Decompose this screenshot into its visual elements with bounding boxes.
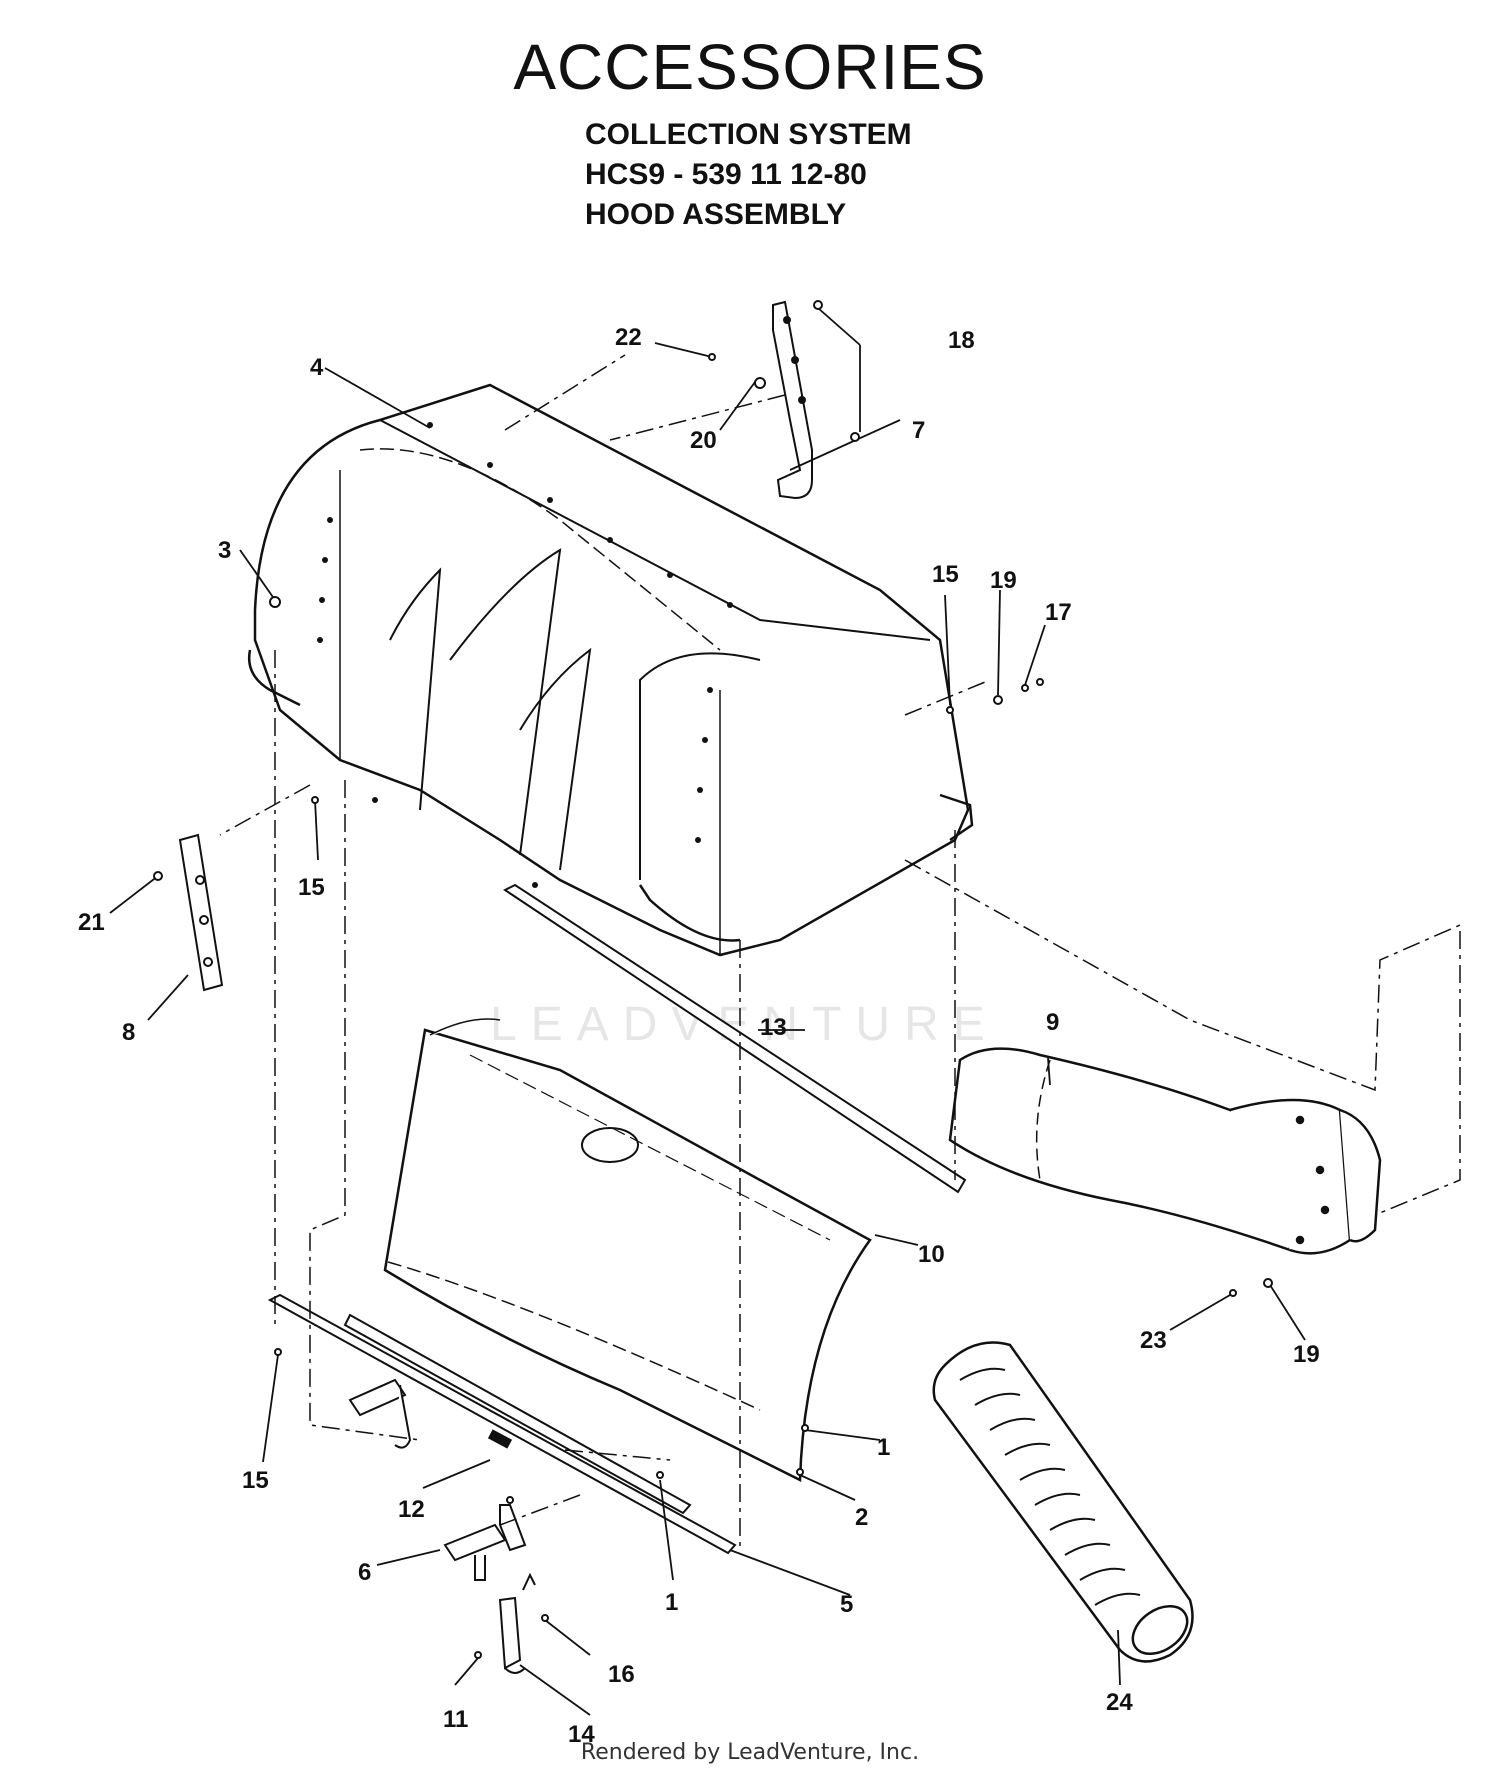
callout-7: 7 [912, 417, 925, 444]
panel-part-10 [383, 1018, 872, 1482]
latch-part-14 [498, 1572, 536, 1674]
callout-15: 15 [298, 874, 325, 901]
callout-12: 12 [398, 1496, 425, 1523]
callout-17: 17 [1045, 599, 1072, 626]
hood-part [247, 383, 974, 957]
plate-part-8 [178, 833, 224, 992]
leader-lines [109, 307, 1306, 1716]
bar-part-5 [267, 1293, 737, 1555]
alignment-lines [219, 354, 1461, 1550]
callout-labels: 1 1 2 3 4 5 6 7 8 9 10 11 12 13 14 15 15… [78, 324, 1320, 1748]
subtitle-model: HCS9 - 539 11 12-80 [585, 158, 867, 191]
callout-5: 5 [840, 1591, 853, 1618]
callout-19: 19 [1293, 1341, 1320, 1368]
strip-part-13 [503, 883, 967, 1194]
callout-14: 14 [568, 1721, 595, 1748]
subtitle-system: COLLECTION SYSTEM [585, 118, 912, 151]
callout-1: 1 [665, 1589, 678, 1616]
callout-22: 22 [615, 324, 642, 351]
callout-15: 15 [932, 561, 959, 588]
callout-10: 10 [918, 1241, 945, 1268]
subtitle-assembly: HOOD ASSEMBLY [585, 198, 847, 231]
page-title: ACCESSORIES [513, 31, 987, 103]
callout-2: 2 [855, 1504, 868, 1531]
callout-13: 13 [760, 1014, 787, 1041]
callout-8: 8 [122, 1019, 135, 1046]
callout-16: 16 [608, 1661, 635, 1688]
callout-11: 11 [443, 1706, 468, 1733]
callout-24: 24 [1106, 1689, 1133, 1716]
callout-4: 4 [310, 354, 324, 381]
chute-part-9 [948, 1047, 1382, 1255]
callout-21: 21 [78, 909, 105, 936]
callout-1: 1 [877, 1434, 890, 1461]
hardware-bits [153, 300, 1273, 1659]
bracket-part-6 [443, 1504, 527, 1581]
bracket-part-7 [772, 300, 813, 500]
hood-holes [317, 422, 733, 888]
callout-19: 19 [990, 567, 1017, 594]
callout-20: 20 [690, 427, 717, 454]
footer-credit: Rendered by LeadVenture, Inc. [580, 1740, 920, 1765]
callout-9: 9 [1046, 1009, 1059, 1036]
callout-23: 23 [1140, 1327, 1167, 1354]
callout-15: 15 [242, 1467, 269, 1494]
callout-18: 18 [948, 327, 975, 354]
callout-3: 3 [218, 537, 231, 564]
hose-part-24 [932, 1341, 1194, 1663]
callout-6: 6 [358, 1559, 371, 1586]
